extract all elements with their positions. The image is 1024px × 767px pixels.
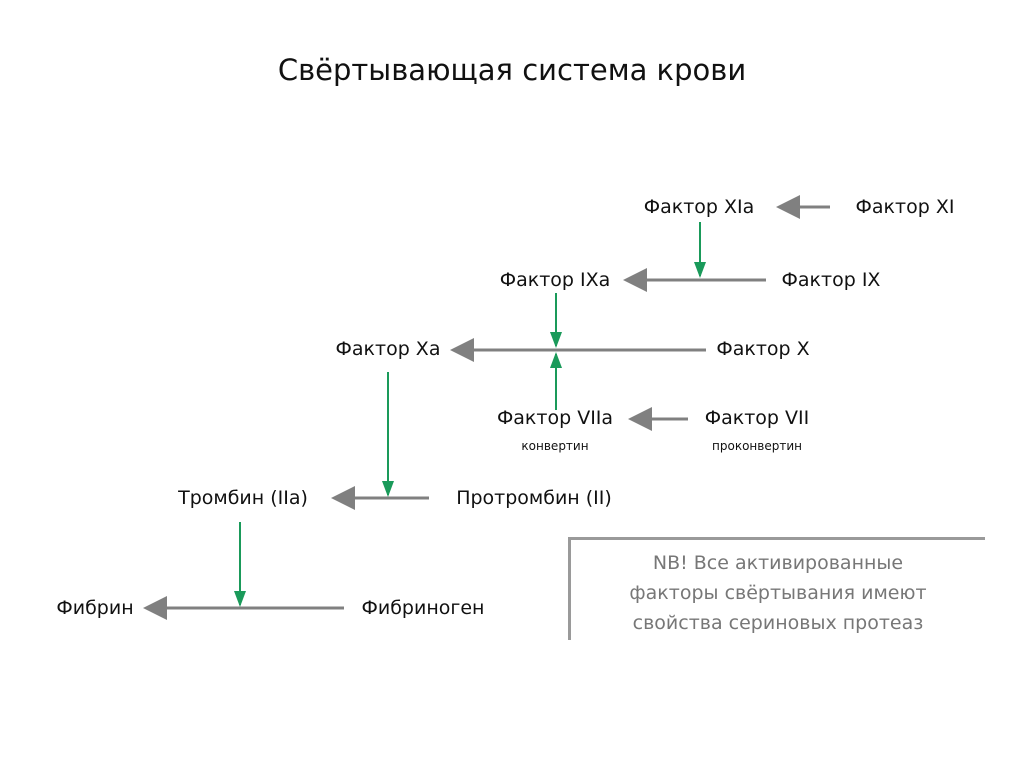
node-thrombin: Тромбин (IIa) <box>178 487 308 509</box>
node-factor-ixa: Фактор IXa <box>499 269 611 291</box>
node-fibrin: Фибрин <box>56 597 134 619</box>
node-fibrinogen: Фибриноген <box>361 597 485 619</box>
node-factor-xia: Фактор XIa <box>643 196 755 218</box>
node-factor-ix: Фактор IX <box>781 269 881 291</box>
note-line: факторы свёртывания имеют <box>629 582 927 604</box>
node-factor-viia-subtitle: конвертин <box>521 439 589 453</box>
slide-title: Свёртывающая система крови <box>277 53 747 87</box>
note-box: NB! Все активированные факторы свёртыван… <box>568 537 985 640</box>
node-prothrombin: Протромбин (II) <box>456 487 612 509</box>
node-factor-vii-subtitle: проконвертин <box>712 439 802 453</box>
node-factor-xi: Фактор XI <box>855 196 955 218</box>
note-line: свойства сериновых протеаз <box>632 612 924 634</box>
note-line: NB! Все активированные <box>652 552 904 574</box>
node-factor-xa: Фактор Xa <box>335 338 441 360</box>
node-factor-vii: Фактор VII <box>704 407 810 429</box>
node-factor-viia: Фактор VIIa <box>496 407 614 429</box>
node-factor-x: Фактор X <box>716 338 810 360</box>
